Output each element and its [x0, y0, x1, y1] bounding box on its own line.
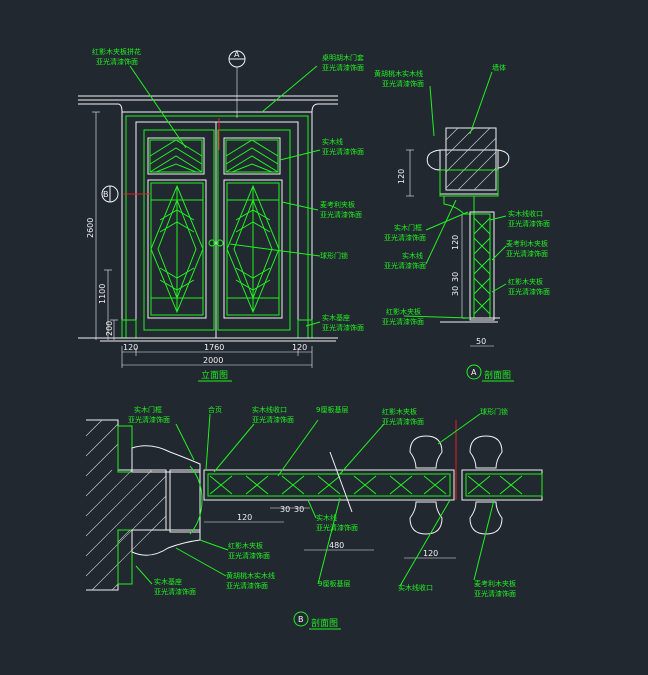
elev-dim-bottom-right: 120 [292, 343, 307, 352]
section-b: 120 30 30 480 120 B 剖面图 实木门框 亚光清 [85, 405, 543, 630]
sec-b-label-t4: 9厘板基层 [316, 405, 348, 414]
elev-label-top-right-2: 亚光清漆饰面 [322, 63, 364, 72]
sec-a-label-right-3a: 红影木夹板 [508, 277, 543, 286]
sec-a-label-right-3b: 亚光清漆饰面 [508, 287, 550, 296]
elev-label-right-4b: 亚光清漆饰面 [322, 323, 364, 332]
sec-b-label-t1b: 亚光清漆饰面 [128, 415, 170, 424]
sec-a-label-right-2b: 亚光清漆饰面 [506, 249, 548, 258]
sec-b-dim-1: 120 [237, 513, 252, 522]
elevation-title: 立面图 [201, 369, 228, 381]
sec-b-label-m2a: 红影木夹板 [228, 541, 263, 550]
sec-b-label-m1a: 实木线 [316, 513, 337, 522]
elev-label-right-1b: 亚光清漆饰面 [322, 147, 364, 156]
elev-marker-a: A [234, 50, 240, 59]
sec-b-label-b1b: 亚光清漆饰面 [154, 587, 196, 596]
sec-a-dim-2: 120 [451, 235, 460, 250]
sec-a-label-left-1b: 亚光清漆饰面 [384, 233, 426, 242]
elev-dim-overall-width: 2000 [203, 356, 223, 365]
sec-a-label-right-1a: 实木线收口 [508, 209, 543, 218]
elev-dim-bottom-mid: 1760 [204, 343, 224, 352]
elev-label-right-2b: 亚光清漆饰面 [320, 210, 362, 219]
sec-a-label-top-left-2: 亚光清漆饰面 [382, 79, 424, 88]
sec-a-title: 剖面图 [484, 369, 511, 381]
sec-b-label-t3a: 实木线收口 [252, 405, 287, 414]
sec-b-label-b5a: 麦考利木夹板 [474, 579, 516, 588]
elev-label-right-2a: 麦考利夹板 [320, 200, 355, 209]
elev-label-top-left-1: 红影木夹板拼花 [92, 47, 141, 56]
sec-b-label-t1a: 实木门框 [134, 405, 162, 414]
sec-a-dim-5: 50 [476, 337, 486, 346]
sec-b-label-b2b: 亚光清漆饰面 [226, 581, 268, 590]
elev-dim-height-total: 2600 [86, 218, 95, 238]
elev-label-top-left-2: 亚光清漆饰面 [96, 57, 138, 66]
sec-a-label-left-3a: 红影木夹板 [386, 307, 421, 316]
section-a: 120 120 30 30 50 A 剖面图 黄胡桃木实木线 亚光清漆饰面 墙体… [374, 63, 550, 382]
sec-b-dim-5: 120 [423, 549, 438, 558]
sec-a-marker: A [471, 368, 477, 377]
sec-b-label-b5b: 亚光清漆饰面 [474, 589, 516, 598]
sec-a-label-top-left-1: 黄胡桃木实木线 [374, 69, 423, 78]
sec-a-label-right-1b: 亚光清漆饰面 [508, 219, 550, 228]
sec-b-label-m2b: 亚光清漆饰面 [228, 551, 270, 560]
sec-a-label-left-1a: 实木门框 [394, 223, 422, 232]
elev-label-right-4a: 实木基座 [322, 313, 350, 322]
elev-label-top-right-1: 桌明胡木门套 [322, 53, 364, 62]
sec-b-label-m1b: 亚光清漆饰面 [316, 523, 358, 532]
door-elevation: 2600 1100 200 120 1760 120 2000 立面图 A B [78, 47, 364, 382]
sec-a-dim-4: 30 [451, 286, 460, 296]
sec-a-label-left-2a: 实木线 [402, 251, 423, 260]
sec-a-label-right-2a: 麦考利木夹板 [506, 239, 548, 248]
elev-dim-height-base: 200 [105, 321, 114, 336]
sec-b-label-t6: 球形门锁 [480, 407, 508, 416]
sec-b-marker: B [298, 615, 304, 624]
sec-a-label-left-2b: 亚光清漆饰面 [384, 261, 426, 270]
sec-b-label-t2: 合页 [208, 405, 222, 414]
sec-b-label-b4: 实木线收口 [398, 583, 433, 592]
sec-b-dim-3: 30 [294, 505, 304, 514]
sec-b-label-t5a: 红影木夹板 [382, 407, 417, 416]
sec-b-dim-4: 480 [329, 541, 344, 550]
sec-a-label-left-3b: 亚光清漆饰面 [382, 317, 424, 326]
elev-dim-bottom-left: 120 [123, 343, 138, 352]
sec-b-label-t3b: 亚光清漆饰面 [252, 415, 294, 424]
sec-b-label-b2a: 黄胡桃木实木线 [226, 571, 275, 580]
sec-b-title: 剖面图 [311, 617, 338, 629]
elev-dim-height-mid: 1100 [98, 284, 107, 304]
sec-b-dim-2: 30 [280, 505, 290, 514]
sec-b-label-t5b: 亚光清漆饰面 [382, 417, 424, 426]
sec-a-label-top-right: 墙体 [492, 63, 506, 72]
elev-label-right-3: 球形门锁 [320, 251, 348, 260]
sec-a-dim-3: 30 [451, 272, 460, 282]
elev-marker-b: B [103, 190, 109, 199]
sec-b-label-b3: 9厘板基层 [318, 579, 350, 588]
sec-b-label-b1a: 实木基座 [154, 577, 182, 586]
sec-a-dim-1: 120 [397, 169, 406, 184]
elev-label-right-1a: 实木线 [322, 137, 343, 146]
